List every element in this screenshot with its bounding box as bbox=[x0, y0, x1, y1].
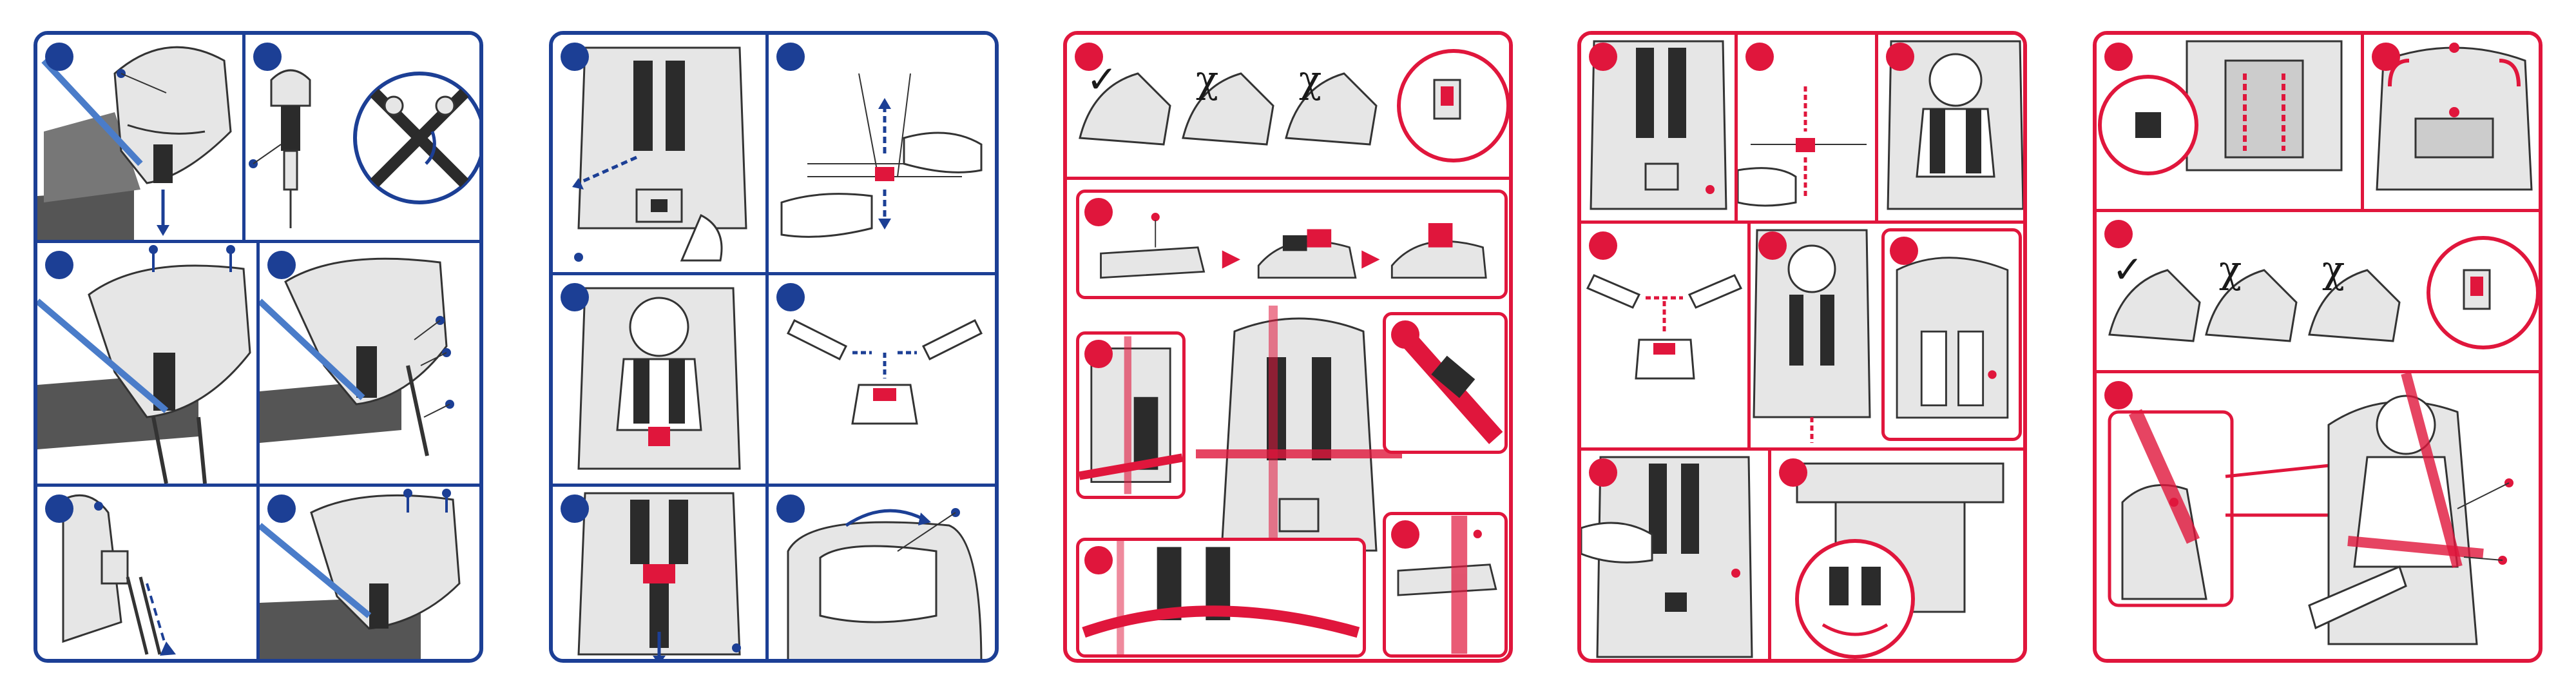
step-marker bbox=[253, 43, 282, 71]
panel-seat-belt-route bbox=[1196, 306, 1402, 576]
step-marker bbox=[1084, 340, 1113, 368]
step-marker bbox=[2104, 381, 2133, 409]
step-marker bbox=[2372, 43, 2400, 71]
board-2 bbox=[549, 31, 999, 663]
panel-buckle-press bbox=[769, 35, 999, 272]
panel-harness-release bbox=[553, 35, 765, 272]
step-marker bbox=[267, 251, 296, 279]
panel-seat-final bbox=[260, 487, 483, 663]
check-mark-icon: ✓ bbox=[2112, 251, 2144, 288]
car-seat-icon bbox=[1771, 451, 2027, 663]
step-marker bbox=[1890, 237, 1918, 265]
belt-buckle-icon bbox=[769, 35, 999, 272]
panel-child-harness bbox=[1878, 35, 2027, 220]
panel-position-check: ✓ χ χ bbox=[1067, 35, 1513, 177]
step-marker bbox=[1589, 43, 1617, 71]
panel-pad-detail bbox=[1881, 228, 2022, 441]
panel-connector-sequence bbox=[1076, 190, 1508, 299]
car-seat-icon bbox=[2097, 212, 2542, 370]
step-marker bbox=[45, 251, 73, 279]
board-5: ✓ χ χ bbox=[2093, 31, 2542, 663]
step-marker bbox=[45, 43, 73, 71]
step-marker bbox=[561, 43, 589, 71]
panel-buckle-join bbox=[769, 275, 999, 484]
cross-mark-icon: χ bbox=[2219, 251, 2242, 288]
step-marker bbox=[776, 283, 805, 311]
board-1 bbox=[34, 31, 483, 663]
step-marker bbox=[1075, 43, 1103, 71]
panel-belt-detail-right bbox=[1383, 312, 1508, 454]
step-marker bbox=[1779, 458, 1807, 487]
divider bbox=[1067, 177, 1509, 180]
panel-headrest bbox=[769, 487, 999, 663]
step-marker bbox=[2104, 220, 2133, 248]
arrow-icon bbox=[1079, 193, 1504, 296]
panel-support-leg bbox=[37, 487, 256, 663]
step-marker bbox=[267, 494, 296, 523]
panel-child-seated bbox=[553, 275, 765, 484]
panel-buckle-lift bbox=[1738, 35, 1875, 220]
step-marker bbox=[1758, 231, 1787, 260]
panel-cover-clips bbox=[2364, 35, 2542, 209]
panel-belt-detail-left bbox=[1076, 331, 1186, 499]
panel-shell-release bbox=[1771, 451, 2027, 663]
step-marker bbox=[1745, 43, 1774, 71]
panel-belt-lap bbox=[1076, 538, 1366, 658]
car-seat-icon bbox=[260, 243, 483, 484]
panel-pad-removal bbox=[2097, 35, 2361, 209]
panel-child-belted bbox=[2097, 373, 2542, 663]
panel-harness-pull bbox=[1581, 451, 1768, 663]
step-marker bbox=[1391, 520, 1419, 549]
step-marker bbox=[561, 494, 589, 523]
cross-mark-icon: χ bbox=[1196, 61, 1218, 98]
car-seat-icon bbox=[37, 243, 256, 484]
cross-mark-icon: χ bbox=[1299, 61, 1322, 98]
step-marker bbox=[1391, 320, 1419, 349]
step-marker bbox=[776, 494, 805, 523]
car-seat-icon bbox=[1196, 306, 1402, 576]
panel-seat-install-b bbox=[260, 243, 483, 484]
belt-buckle-icon bbox=[769, 275, 999, 484]
panel-buckle-connect bbox=[1581, 224, 1747, 447]
step-marker bbox=[1589, 231, 1617, 260]
car-seat-icon bbox=[2097, 35, 2361, 209]
step-marker bbox=[1084, 546, 1113, 574]
step-marker bbox=[1589, 458, 1617, 487]
car-seat-icon bbox=[1067, 35, 1513, 177]
panel-connector-cross bbox=[245, 35, 483, 240]
step-marker bbox=[776, 43, 805, 71]
board-4 bbox=[1577, 31, 2027, 663]
panel-belt-clip bbox=[1383, 512, 1508, 658]
step-marker bbox=[2104, 43, 2133, 71]
board-3: ✓ χ χ bbox=[1063, 31, 1513, 663]
panel-harness-adjust bbox=[553, 487, 765, 663]
panel-child-buckled bbox=[1751, 224, 1873, 447]
step-marker bbox=[561, 283, 589, 311]
belt-buckle-icon bbox=[245, 35, 483, 240]
panel-seat-install-a bbox=[37, 243, 256, 484]
car-seat-icon bbox=[1079, 541, 1363, 654]
step-marker bbox=[45, 494, 73, 523]
panel-seat-isofix bbox=[37, 35, 242, 240]
child-figure-icon bbox=[2097, 373, 2542, 663]
cross-mark-icon: χ bbox=[2322, 251, 2345, 288]
panel-harness-open bbox=[1581, 35, 1735, 220]
panel-position-check: ✓ χ χ bbox=[2097, 212, 2542, 370]
step-marker bbox=[1886, 43, 1914, 71]
step-marker bbox=[1084, 198, 1113, 226]
car-seat-icon bbox=[553, 35, 765, 272]
